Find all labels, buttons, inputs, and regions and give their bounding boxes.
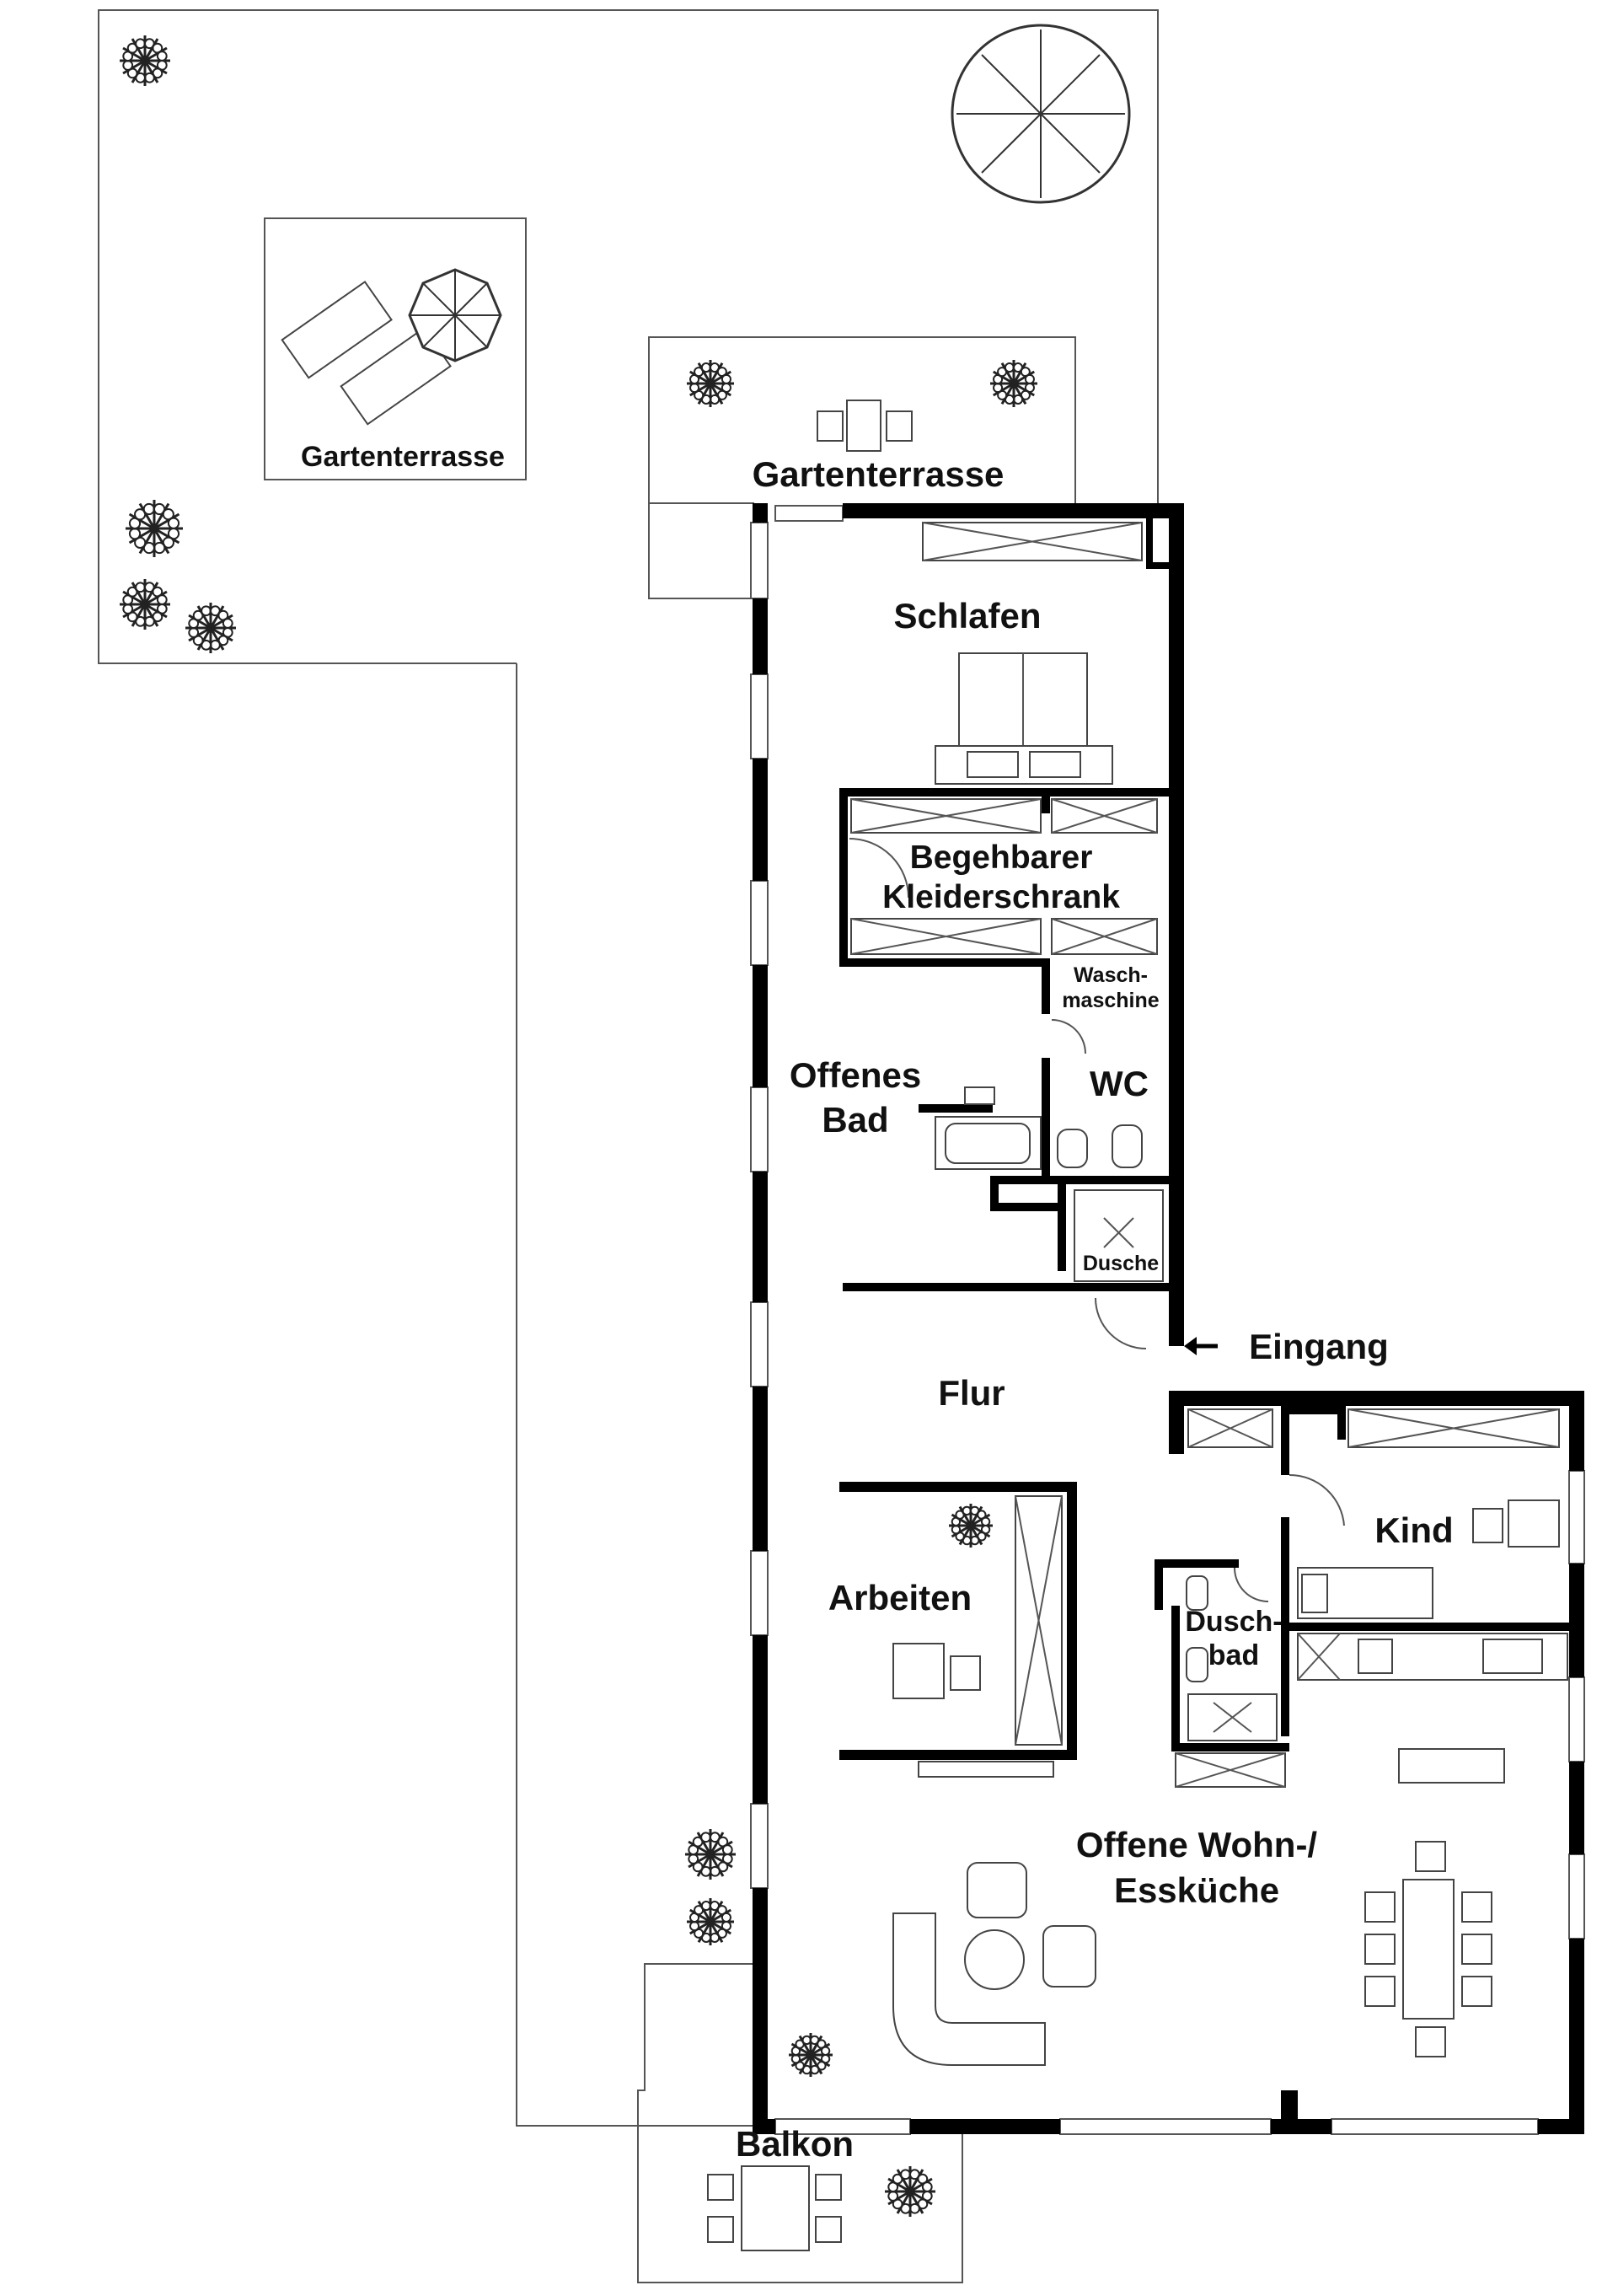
plant-icon: [685, 1829, 736, 1880]
plant-icon: [120, 579, 170, 630]
label-duschbad-2: bad: [1208, 1639, 1259, 1671]
furniture: [281, 280, 1568, 2251]
label-kind: Kind: [1374, 1510, 1453, 1550]
label-waschmaschine-1: Wasch-: [1074, 963, 1148, 987]
plant-icon: [120, 35, 170, 86]
label-kleiderschrank-1: Begehbarer: [910, 840, 1093, 876]
label-eingang: Eingang: [1249, 1327, 1389, 1366]
plant-icon: [687, 1898, 734, 1945]
gartenterrasse-left-area: [264, 217, 527, 480]
label-wohn-2: Essküche: [1114, 1870, 1279, 1910]
label-gartenterrasse-left: Gartenterrasse: [301, 441, 505, 473]
label-schlafen: Schlafen: [893, 596, 1041, 636]
site-outline: [98, 9, 1159, 2283]
label-arbeiten: Arbeiten: [828, 1578, 972, 1617]
label-gartenterrasse-top: Gartenterrasse: [753, 454, 1005, 494]
plants: [120, 35, 1037, 2217]
label-flur: Flur: [938, 1373, 1005, 1413]
label-wohn-1: Offene Wohn-/: [1076, 1825, 1318, 1864]
label-balkon: Balkon: [736, 2124, 854, 2164]
plant-icon: [949, 1504, 993, 1548]
plant-icon: [885, 2166, 935, 2217]
plant-icon: [990, 360, 1037, 407]
label-offenes-bad-1: Offenes: [790, 1055, 921, 1095]
label-duschbad-1: Dusch-: [1185, 1606, 1282, 1638]
label-wc: WC: [1090, 1064, 1149, 1103]
label-kleiderschrank-2: Kleiderschrank: [882, 879, 1120, 915]
plant-icon: [687, 360, 734, 407]
plant-icon: [185, 603, 236, 653]
room-labels: Gartenterrasse Gartenterrasse Schlafen B…: [301, 441, 1454, 2164]
walls: [753, 503, 1584, 2134]
plant-icon: [126, 500, 183, 557]
plant-icon: [789, 2033, 833, 2077]
windows: [750, 505, 1585, 2135]
parasol-icon: [408, 268, 502, 362]
label-waschmaschine-2: maschine: [1062, 989, 1159, 1012]
label-offenes-bad-2: Bad: [822, 1100, 888, 1140]
double-bed: [935, 652, 1113, 785]
label-dusche: Dusche: [1083, 1252, 1159, 1275]
tree-icon: [951, 24, 1131, 204]
arrow-left-icon: [1184, 1337, 1218, 1355]
